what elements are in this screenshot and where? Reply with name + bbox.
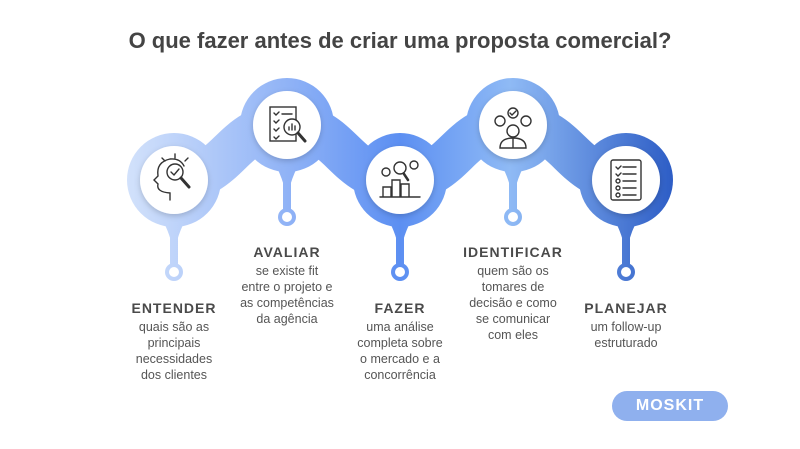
checklist-magnifier-chart-icon [269, 106, 307, 143]
step-entender: ENTENDER quais são as principais necessida… [109, 300, 239, 383]
market-analysis-icon [379, 160, 421, 198]
head-magnifier-check-icon [153, 153, 191, 201]
step-fazer: FAZER uma análise completa sobre o mercado… [335, 300, 465, 383]
step-heading: AVALIAR [253, 244, 321, 260]
step-heading: FAZER [374, 300, 426, 316]
checklist-icon [610, 159, 642, 201]
step-text: uma análise [366, 320, 434, 334]
moskit-logo: MOSKIT [612, 391, 728, 421]
step-text: tomares de [481, 280, 545, 294]
step-text: da agência [256, 312, 318, 326]
step-text: quem são os [477, 264, 549, 278]
step-text: quais são as [138, 320, 210, 334]
step-text: se comunicar [475, 312, 551, 326]
page-title: O que fazer antes de criar uma proposta … [128, 28, 672, 53]
step-text: principais [147, 336, 201, 350]
step-text: um follow-up [590, 320, 662, 334]
decision-maker-icon [494, 107, 532, 149]
step-heading: IDENTIFICAR [463, 244, 563, 260]
step-heading: PLANEJAR [584, 300, 668, 316]
step-text: necessidades [135, 352, 213, 366]
step-identificar: IDENTIFICAR quem são os tomares de decisão… [448, 244, 578, 343]
step-text: completa sobre [357, 336, 443, 350]
step-text: concorrência [364, 368, 436, 382]
step-text: as competências [240, 296, 334, 310]
step-text: o mercado e a [360, 352, 440, 366]
step-planejar: PLANEJAR um follow-up estruturado [561, 300, 691, 351]
step-avaliar: AVALIAR se existe fit entre o projeto e as… [222, 244, 352, 327]
step-text: estruturado [594, 336, 658, 350]
step-heading: ENTENDER [131, 300, 217, 316]
step-text: dos clientes [140, 368, 207, 382]
step-text: com eles [487, 328, 539, 342]
step-text: entre o projeto e [241, 280, 333, 294]
step-text: decisão e como [469, 296, 557, 310]
step-text: se existe fit [255, 264, 319, 278]
